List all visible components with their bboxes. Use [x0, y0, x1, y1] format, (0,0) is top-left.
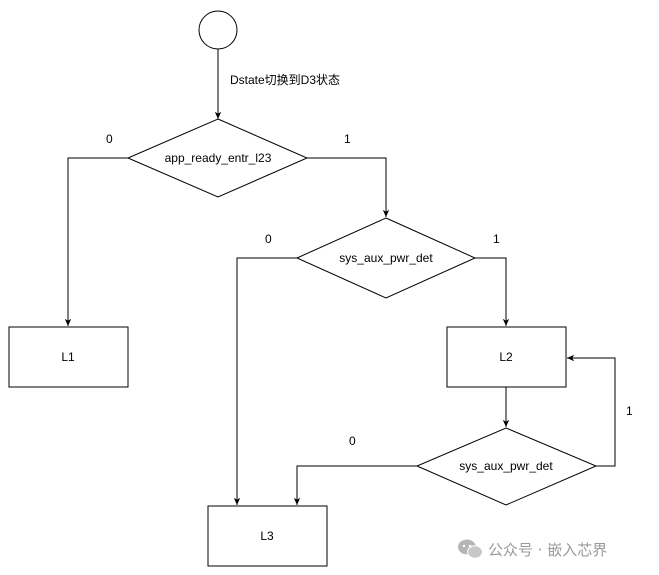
- edge-label-d3-no: 0: [349, 434, 356, 448]
- state-box-L2: [446, 326, 567, 388]
- edge-d1-yes-to-d2: [307, 157, 390, 217]
- edge-label-d1-no: 0: [106, 132, 113, 146]
- edge-label-d2-no: 0: [265, 232, 272, 246]
- edge-d2-no-to-L3: [233, 257, 297, 505]
- state-box-L1: [8, 326, 129, 388]
- start-node: [198, 10, 238, 50]
- state-label-L3: L3: [260, 529, 274, 543]
- decision-label: app_ready_entr_l23: [165, 151, 272, 165]
- decision-label: sys_aux_pwr_det: [459, 459, 553, 473]
- wechat-icon: [458, 539, 483, 559]
- edge-d3-yes-to-L2: [567, 354, 616, 467]
- decision-diamond: [295, 217, 477, 299]
- decision-diamond: [126, 118, 309, 198]
- state-label-L1: L1: [61, 350, 75, 364]
- edge-d2-yes-to-L2: [475, 257, 510, 326]
- state-label-L2: L2: [499, 350, 513, 364]
- decision-label: sys_aux_pwr_det: [339, 251, 433, 265]
- watermark-text: 公众号 · 嵌入芯界: [488, 541, 607, 559]
- state-box-L3: [207, 505, 328, 567]
- edge-label-d1-yes: 1: [344, 132, 351, 146]
- transition-annotation: Dstate切换到D3状态: [230, 73, 340, 87]
- edge-label-d2-yes: 1: [493, 232, 500, 246]
- edge-label-d3-yes: 1: [626, 404, 633, 418]
- edge-d1-no-to-L1: [64, 157, 128, 326]
- decision-diamond: [415, 427, 598, 506]
- edge-d3-no-to-L3: [293, 465, 417, 505]
